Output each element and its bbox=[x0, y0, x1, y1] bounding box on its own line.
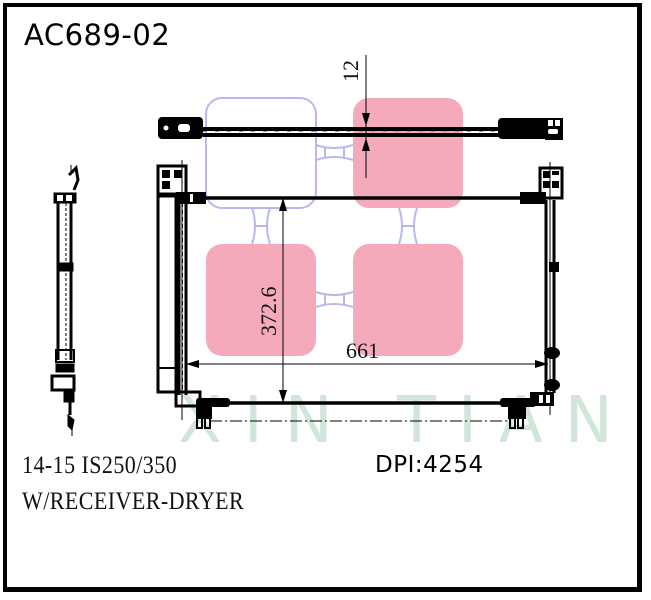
width-value: 661 bbox=[346, 338, 379, 363]
top-view bbox=[158, 117, 563, 140]
drawing-frame bbox=[3, 3, 642, 592]
thickness-dimension: 12 bbox=[338, 55, 370, 178]
height-dimension: 372.6 bbox=[256, 198, 287, 403]
side-view bbox=[50, 164, 80, 436]
height-value: 372.6 bbox=[256, 287, 281, 337]
application-line-1: 14-15 IS250/350 bbox=[22, 452, 178, 479]
width-dimension: 661 bbox=[186, 338, 548, 368]
front-view bbox=[156, 160, 564, 429]
watermark-logo bbox=[205, 97, 463, 356]
thickness-value: 12 bbox=[338, 60, 363, 82]
dpi-label: DPI:4254 bbox=[375, 452, 484, 478]
application-line-2: W/RECEIVER-DRYER bbox=[22, 488, 245, 515]
part-number: AC689-02 bbox=[24, 18, 171, 52]
